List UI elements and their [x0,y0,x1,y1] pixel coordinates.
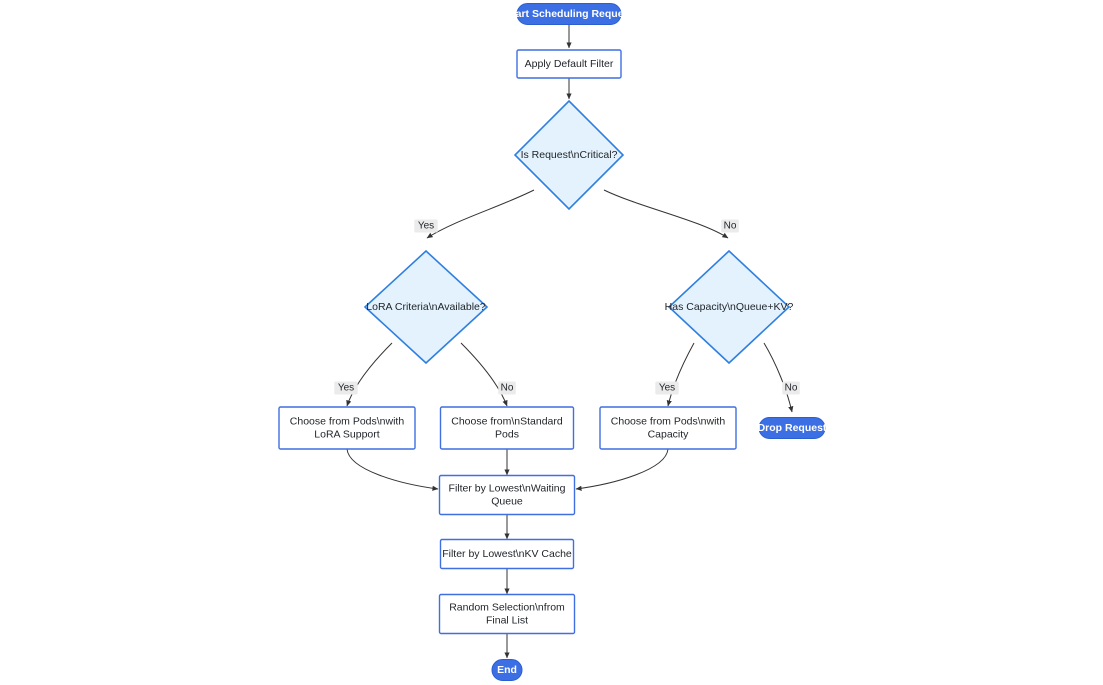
decision-shape [667,249,791,365]
node-label: Has Capacity\nQueue+KV? [665,301,794,313]
edge-label-bg [721,219,739,233]
node-label: Choose from Pods\nwith [290,415,405,427]
flow-node-kvCache[interactable]: Filter by Lowest\nKV Cache [439,538,575,570]
flow-node-drop[interactable]: Drop Request [758,417,827,439]
node-label: Pods [495,428,519,440]
node-label: Filter by Lowest\nKV Cache [442,548,572,560]
terminal-shape [758,417,826,439]
decision-shape [513,99,625,211]
edge-label-e-cap-drop: No [782,381,800,395]
node-label: Filter by Lowest\nWaiting [449,482,566,494]
edge-label-text: Yes [418,221,434,232]
flow-edge [666,342,695,407]
node-label: Capacity [648,428,690,440]
node-label: Start Scheduling Request [505,8,633,20]
edge-label-bg [782,381,800,395]
terminal-shape [516,3,622,25]
decision-shape [363,249,489,365]
node-label: Choose from\nStandard [451,415,563,427]
edge-label-text: No [501,383,514,394]
node-label: Apply Default Filter [525,58,614,70]
node-label: Queue [491,495,523,507]
flow-edge [460,342,508,407]
node-label: Is Request\nCritical? [521,149,618,161]
edge-label-text: Yes [659,383,675,394]
node-label: Final List [486,614,528,626]
process-shape [438,474,576,516]
process-shape [599,406,737,450]
flow-edge [575,448,669,491]
terminal-shape [491,659,523,681]
edge-label-bg [334,381,358,395]
edge-label-text: No [785,383,798,394]
edge-label-text: Yes [338,383,354,394]
process-shape [439,406,575,450]
flow-edge [346,448,439,491]
edge-label-bg [655,381,679,395]
node-label: LoRA Support [314,428,379,440]
flow-edge [426,189,535,239]
edge-label-e-crit-lora: Yes [414,219,438,233]
process-shape [516,49,622,79]
node-label: End [497,664,517,676]
node-label: Drop Request [758,422,827,434]
node-label: Random Selection\nfrom [449,601,565,613]
edge-label-bg [414,219,438,233]
edge-layer [346,25,794,659]
process-shape [278,406,416,450]
edge-label-text: No [724,221,737,232]
edge-label-e-lora-stdPods: No [498,381,516,395]
flow-edge [346,342,393,407]
edge-label-e-lora-loraPods: Yes [334,381,358,395]
node-label: Choose from Pods\nwith [611,415,726,427]
flow-node-start[interactable]: Start Scheduling Request [505,3,633,25]
process-shape [438,593,576,635]
node-label: LoRA Criteria\nAvailable? [366,301,486,313]
edge-label-e-crit-cap: No [721,219,739,233]
flow-node-end[interactable]: End [491,659,523,681]
process-shape [439,538,575,570]
edge-label-bg [498,381,516,395]
flow-node-critical[interactable]: Is Request\nCritical? [513,99,625,211]
flow-edge [603,189,729,239]
flow-edge [763,342,794,413]
flow-node-lora[interactable]: LoRA Criteria\nAvailable? [363,249,489,365]
edge-label-e-cap-capPods: Yes [655,381,679,395]
flow-node-capacity[interactable]: Has Capacity\nQueue+KV? [665,249,794,365]
flow-node-default[interactable]: Apply Default Filter [516,49,622,79]
